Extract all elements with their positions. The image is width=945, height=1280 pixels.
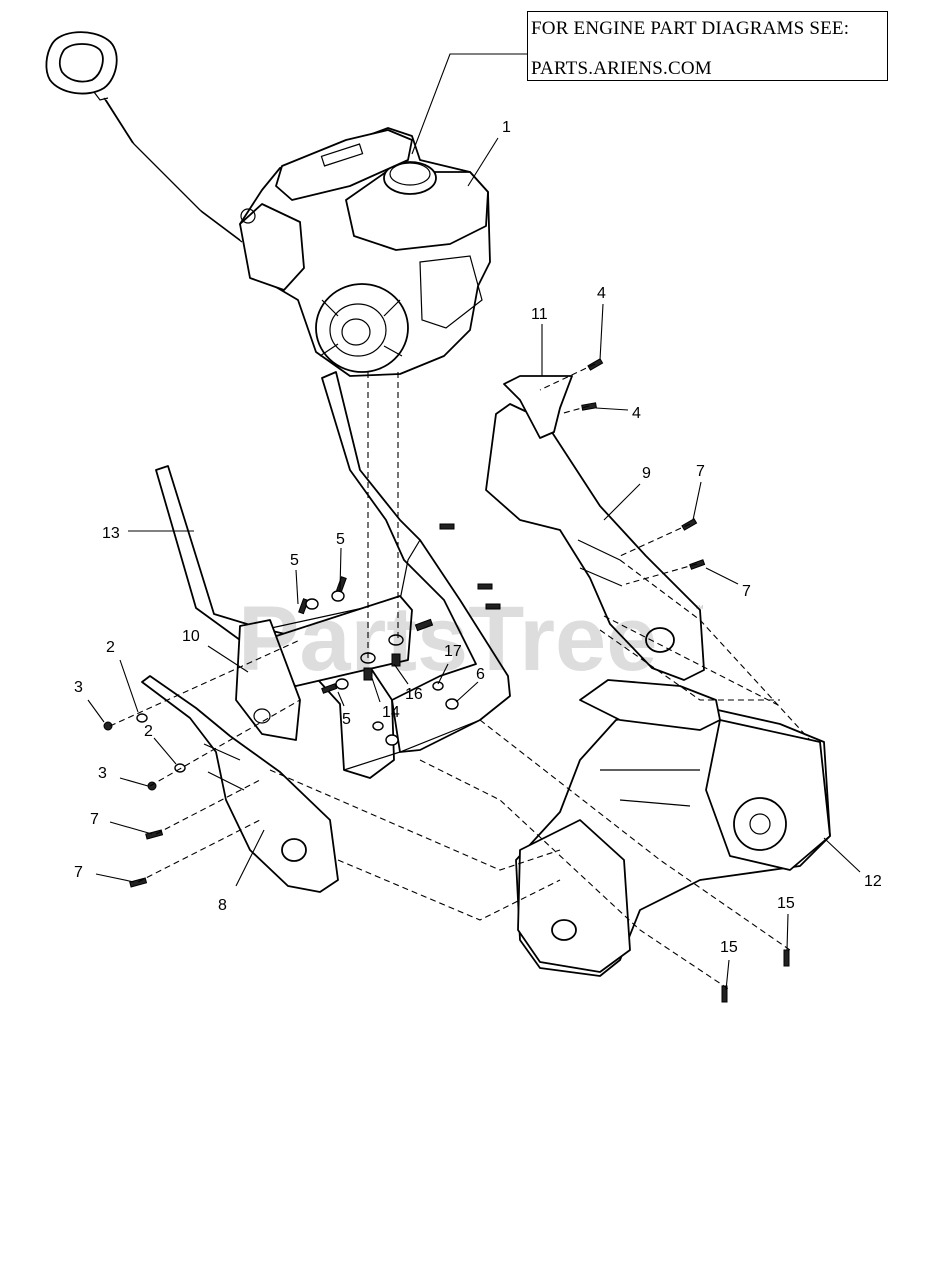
callout-11: 11	[531, 306, 548, 323]
hardware	[103, 358, 790, 1003]
callout-7b: 7	[742, 583, 751, 600]
callout-2a: 2	[106, 639, 115, 656]
callout-15b: 15	[720, 939, 738, 956]
housing-12	[515, 679, 831, 977]
note-line-2: PARTS.ARIENS.COM	[531, 58, 712, 79]
engine-diagram-note: FOR ENGINE PART DIAGRAMS SEE: PARTS.ARIE…	[527, 11, 888, 81]
side-shield-9	[485, 403, 705, 681]
assembly-lines	[109, 363, 811, 991]
leader-lines	[87, 53, 861, 991]
callout-6: 6	[476, 666, 485, 683]
callout-12: 12	[864, 873, 882, 890]
callout-14: 14	[382, 704, 400, 721]
watermark-text: PartsTree	[238, 588, 657, 690]
handle-frame	[155, 371, 511, 779]
watermark-mark: ™	[694, 604, 704, 615]
callout-5b: 5	[336, 531, 345, 548]
side-shield-8	[141, 675, 339, 893]
callout-7c: 7	[90, 811, 99, 828]
callout-17: 17	[444, 643, 462, 660]
callout-4b: 4	[632, 405, 641, 422]
callout-9: 9	[642, 465, 651, 482]
callout-5a: 5	[290, 552, 299, 569]
callout-8: 8	[218, 897, 227, 914]
callout-7a: 7	[696, 463, 705, 480]
watermark: PartsTree ™	[238, 588, 704, 690]
callout-2b: 2	[144, 723, 153, 740]
callout-1: 1	[502, 119, 511, 136]
engine-assembly	[45, 31, 491, 377]
mount-plate-10	[235, 619, 301, 741]
callout-3b: 3	[98, 765, 107, 782]
callout-3a: 3	[74, 679, 83, 696]
callout-16: 16	[405, 686, 423, 703]
callout-10: 10	[182, 628, 200, 645]
callout-5c: 5	[342, 711, 351, 728]
callouts: 1 2 2 3 3 4 4 5 5 5 6 7 7 7 7 8 9 10 11 …	[74, 119, 882, 956]
note-line-1: FOR ENGINE PART DIAGRAMS SEE:	[531, 18, 850, 39]
bracket-11	[503, 375, 573, 439]
callout-4a: 4	[597, 285, 606, 302]
callout-13: 13	[102, 525, 120, 542]
callout-15a: 15	[777, 895, 795, 912]
callout-7d: 7	[74, 864, 83, 881]
